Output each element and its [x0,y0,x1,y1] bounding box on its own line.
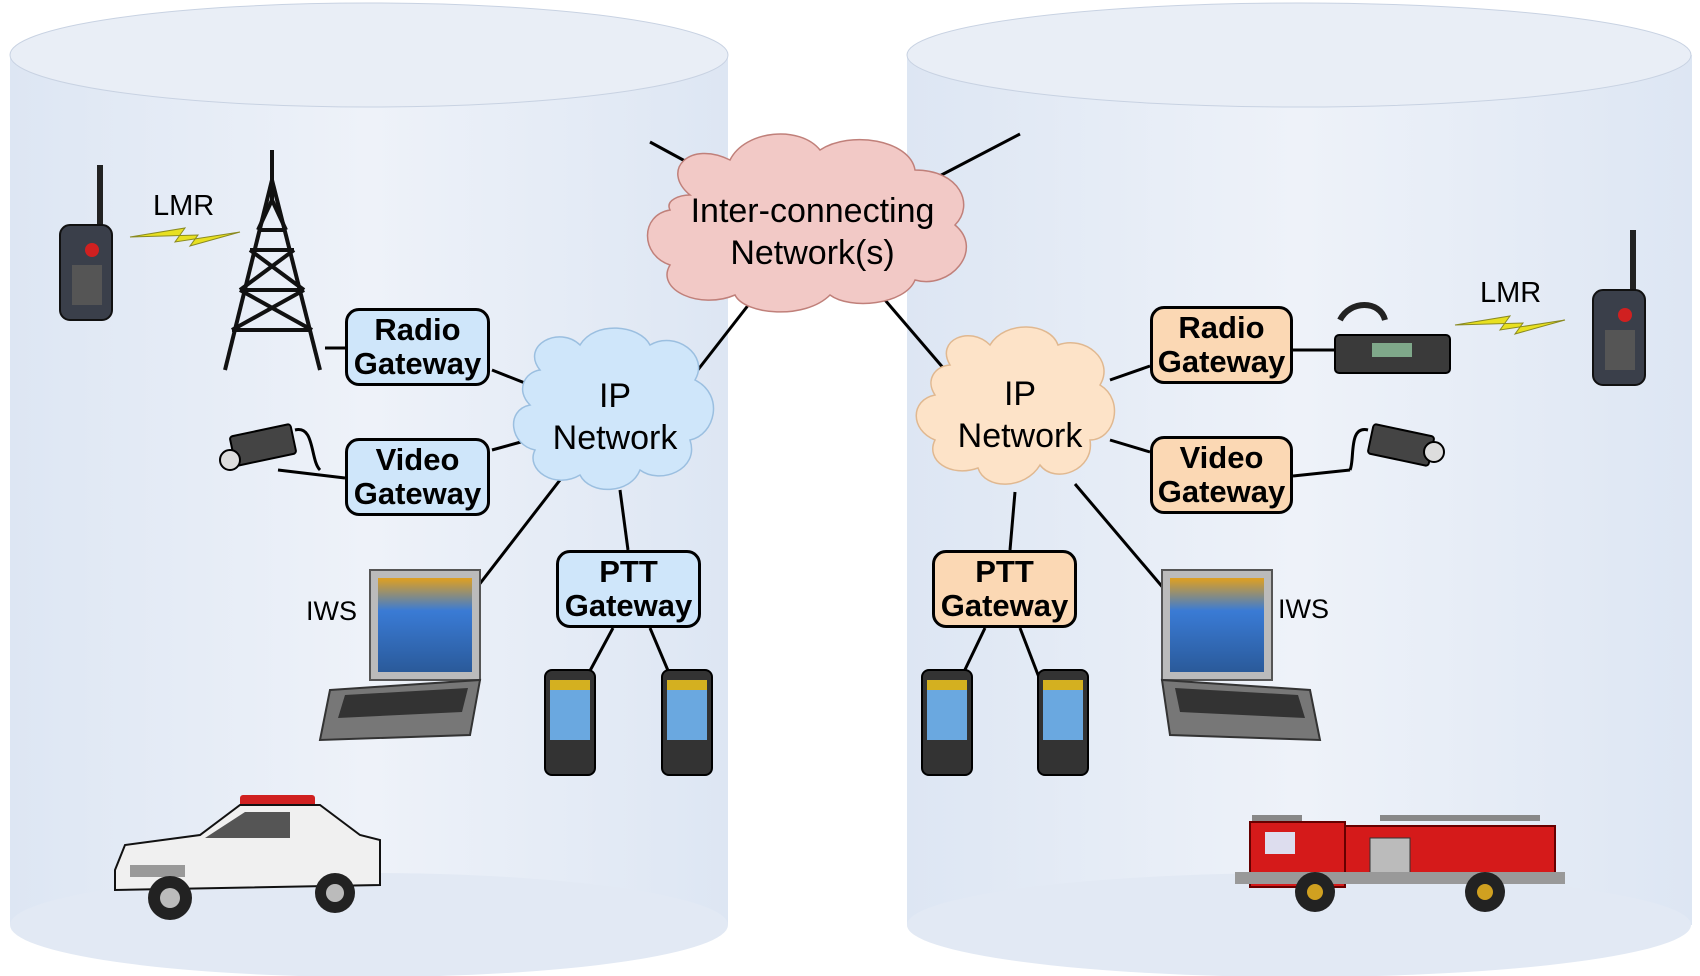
interconnect-line2: Network(s) [730,234,895,272]
interconnect-cloud [646,133,968,313]
gateway-line2: Gateway [940,588,1069,623]
gateway-line2: Gateway [1157,474,1286,509]
smartphone-icon [661,669,713,776]
interconnect-line1: Inter-connecting [690,192,935,230]
smartphone-icon [921,669,973,776]
left-ip-cloud [513,327,715,491]
security-camera-icon [219,423,322,472]
gateway-line2: Gateway [353,476,482,511]
right-ip-line1: IP [1003,375,1037,413]
gateway-line2: Gateway [564,588,693,623]
left-ip-network-label: IP Network [530,375,700,459]
lmr-lightning-icon [129,227,241,247]
handheld-radio-icon [59,165,113,321]
radio-tower-icon [223,150,322,371]
right-lmr-label: LMR [1480,277,1542,309]
security-camera-icon-right [1348,423,1445,471]
right-ip-cloud [915,326,1116,485]
handheld-radio-icon-right [1592,230,1646,386]
gateway-line2: Gateway [353,346,482,381]
police-car-icon [114,795,381,920]
left-ip-line2: Network [552,419,678,457]
gateway-line1: Radio [374,312,461,347]
gateway-line1: Video [375,442,460,477]
gateway-line1: PTT [975,554,1034,589]
gateway-line2: Gateway [1157,344,1286,379]
smartphone-icon [544,669,596,776]
smartphone-icon [1037,669,1089,776]
right-domain-cylinder [906,2,1692,976]
right-ip-network-label: IP Network [935,373,1105,457]
laptop-icon [318,569,482,742]
lmr-lightning-icon-right [1454,315,1566,335]
gateway-line1: PTT [599,554,658,589]
left-lmr-label: LMR [153,190,215,222]
laptop-icon-right [1160,569,1322,742]
left-ip-line1: IP [598,377,632,415]
right-ip-line2: Network [957,417,1083,455]
interconnect-cloud-label: Inter-connecting Network(s) [660,190,965,274]
gateway-line1: Radio [1178,310,1265,345]
left-iws-label: IWS [306,596,357,626]
mobile-radio-icon [1334,302,1451,374]
right-iws-label: IWS [1278,594,1329,624]
gateway-line1: Video [1179,440,1264,475]
fire-truck-icon [1235,815,1565,912]
